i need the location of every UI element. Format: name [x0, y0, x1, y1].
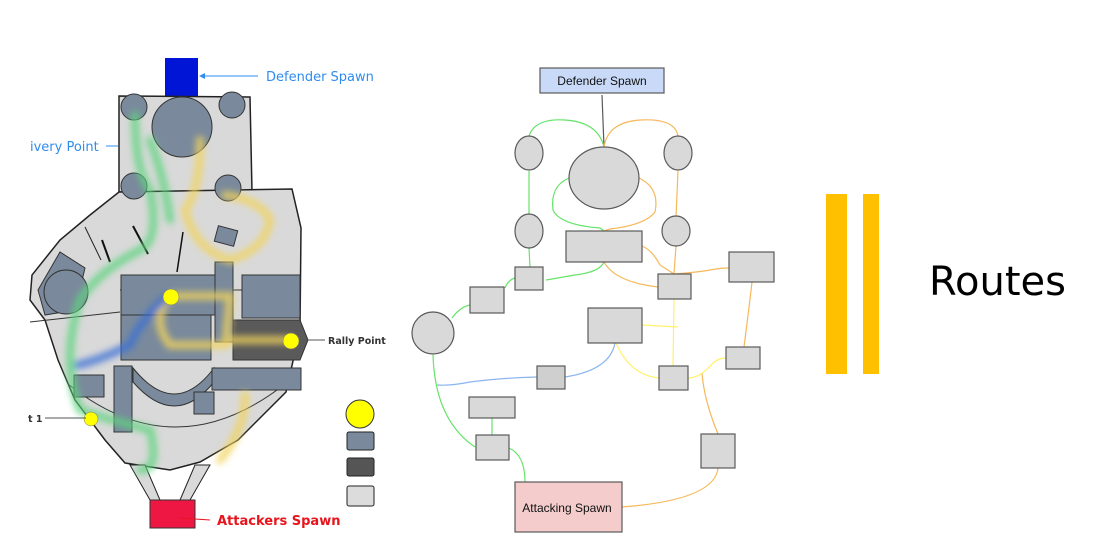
node-central-ellipse [568, 146, 640, 210]
node-rect [728, 251, 775, 283]
connector-yellow [672, 298, 675, 367]
node-rect [657, 273, 692, 300]
node-ellipse [514, 135, 544, 171]
routes-title: Routes [929, 259, 1066, 305]
connectors [432, 94, 753, 508]
node-rect [565, 230, 643, 263]
node-circle [411, 311, 455, 355]
connector-blue [436, 376, 538, 386]
connector-orange [603, 261, 659, 288]
routes-bar [826, 194, 847, 374]
wall [84, 226, 102, 261]
connector-green [551, 177, 605, 232]
legend-structure-swatch [346, 431, 375, 451]
connector-orange [673, 267, 730, 275]
crate [213, 225, 239, 247]
connector-yellow [641, 324, 679, 328]
objective-marker [162, 288, 180, 306]
connector-green [528, 247, 531, 268]
node-rect [514, 266, 544, 291]
connector-orange [603, 119, 679, 148]
node-rect [469, 286, 505, 314]
connector-orange [701, 372, 719, 435]
wall [101, 239, 111, 263]
connector-orange [641, 245, 675, 275]
connector-gray [601, 94, 605, 148]
connector-green [508, 447, 526, 483]
defender-spawn-area [165, 58, 198, 96]
legend-objective-swatch [345, 399, 375, 429]
pillar [113, 365, 133, 433]
yellow-route [180, 136, 275, 265]
node-rect [475, 434, 510, 461]
node-rect [725, 346, 761, 370]
leader-line [179, 517, 211, 521]
blue-route [74, 292, 172, 369]
defender-spawn-label: Defender Spawn [266, 70, 374, 85]
node-ellipse [663, 135, 693, 171]
ledge [211, 367, 302, 391]
legend-floor-swatch [346, 485, 375, 507]
green-route [66, 111, 158, 474]
connector-green [528, 119, 605, 148]
spawn-corridor [179, 464, 211, 501]
node-rect [468, 396, 516, 419]
attacking-spawn-node-label: Attacking Spawn [522, 501, 611, 515]
map-legend [345, 399, 375, 507]
point-1-label: t 1 [28, 414, 42, 425]
delivery-point-label: ivery Point [30, 140, 99, 155]
objective-marker [282, 332, 300, 350]
connector-yellow [687, 357, 727, 379]
level-map: Defender Spawn ivery Point Rally Point t… [28, 58, 386, 529]
routes-bar [863, 194, 879, 374]
wall [176, 231, 184, 273]
node-rect [700, 433, 736, 469]
connector-green [504, 277, 516, 289]
connector-orange [603, 177, 657, 232]
connector-orange [621, 467, 719, 508]
defender-spawn-node-label: Defender Spawn [557, 74, 646, 88]
map-routes [66, 111, 294, 474]
yellow-route [216, 391, 249, 464]
east-block [241, 274, 301, 319]
node-ellipse [661, 215, 691, 247]
legend-dark-area-swatch [346, 457, 375, 477]
objective-marker [83, 411, 99, 427]
connector-yellow [615, 342, 660, 379]
attacking-spawn-node [514, 481, 623, 533]
node-rect [587, 307, 643, 344]
rally-point-label: Rally Point [328, 336, 386, 347]
box-structure [193, 391, 215, 415]
routes-section: Routes [826, 194, 1066, 374]
corner-tower [218, 91, 246, 119]
connector-orange [743, 281, 753, 348]
connector-blue [564, 342, 616, 378]
connector-green [451, 304, 471, 319]
connector-green [545, 261, 605, 281]
defender-spawn-node [539, 67, 665, 94]
connector-green [432, 354, 476, 448]
node-ellipse [514, 213, 544, 249]
attackers-spawn-area [149, 499, 196, 529]
green-route [146, 136, 174, 224]
connector-orange [675, 170, 679, 218]
node-rect [536, 365, 566, 390]
node-rect [658, 365, 689, 391]
nodes [411, 135, 775, 469]
route-diagram: Defender Spawn Attacking Spawn [411, 67, 775, 533]
connector-orange [673, 245, 677, 275]
attackers-spawn-label: Attackers Spawn [217, 514, 340, 529]
